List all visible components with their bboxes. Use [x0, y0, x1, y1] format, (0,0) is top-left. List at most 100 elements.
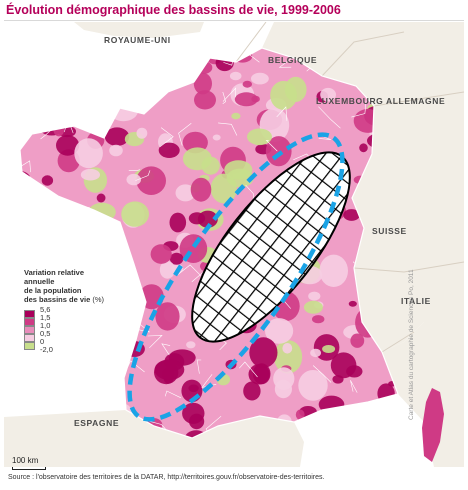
region-patch — [210, 173, 237, 204]
dashed-outline-ellipse — [127, 132, 345, 422]
region-patch — [282, 343, 293, 354]
region-border — [312, 365, 332, 383]
region-patch — [284, 76, 307, 102]
region-patch — [346, 365, 363, 378]
label-spain: ESPAGNE — [74, 418, 119, 428]
region-patch — [96, 193, 106, 203]
region-patch — [158, 70, 170, 84]
region-patch — [20, 170, 31, 186]
legend-label: 5,6 — [40, 305, 51, 314]
region-patch — [87, 71, 115, 94]
region-patch — [319, 254, 349, 287]
region-border — [218, 122, 238, 136]
region-patch — [32, 56, 61, 75]
region-patch — [150, 244, 172, 264]
region-patch — [74, 52, 85, 62]
scale-bar: 100 km — [10, 456, 50, 472]
region-patch — [133, 73, 151, 93]
region-patch — [265, 318, 294, 344]
region-patch — [57, 149, 80, 173]
region-border — [77, 75, 85, 94]
region-patch — [322, 345, 336, 353]
region-patch — [308, 291, 321, 301]
region-patch — [188, 212, 206, 225]
region-border — [135, 323, 150, 333]
region-patch — [201, 156, 220, 175]
map-panel: ROYAUME-UNI BELGIQUE ALLEMAGNE LUXEMBOUR… — [4, 22, 464, 467]
annotation-overlay — [127, 132, 351, 422]
region-patch — [158, 142, 180, 158]
region-patch — [20, 364, 33, 388]
region-patch — [20, 214, 26, 230]
region-patch — [109, 144, 123, 157]
legend-item: 1,0 — [24, 321, 124, 334]
region-patch — [248, 364, 270, 385]
region-patch — [231, 112, 241, 120]
region-patch — [298, 370, 328, 401]
region-patch — [77, 373, 92, 386]
label-belgium: BELGIQUE — [268, 55, 317, 65]
region-border — [71, 101, 81, 116]
region-patch — [136, 166, 166, 195]
region-patch — [20, 374, 36, 394]
region-patch — [194, 90, 216, 110]
region-patch — [155, 302, 180, 331]
region-border — [222, 87, 237, 102]
region-border — [159, 127, 174, 148]
region-border — [20, 263, 28, 268]
legend-swatch — [24, 342, 35, 350]
region-patch — [175, 184, 196, 202]
legend-item: 5,6 — [24, 305, 124, 318]
region-patch — [190, 177, 212, 202]
region-border — [164, 390, 182, 399]
region-patch — [193, 72, 212, 95]
region-patch — [45, 235, 55, 245]
region-patch — [188, 384, 199, 393]
legend-title: Variation relative annuelle de la popula… — [24, 268, 124, 304]
legend-title-text: Variation relative annuelle de la popula… — [24, 268, 91, 304]
region-border — [239, 361, 258, 378]
region-patch — [49, 388, 73, 415]
region-patch — [224, 160, 253, 180]
label-italy: ITALIE — [401, 296, 431, 306]
region-patch — [274, 340, 303, 374]
region-border — [126, 78, 146, 86]
region-patch — [303, 300, 323, 314]
region-patch — [136, 127, 148, 139]
region-patch — [41, 175, 54, 186]
region-patch — [40, 95, 52, 104]
region-patch — [343, 209, 360, 221]
region-patch — [55, 241, 86, 262]
region-patch — [359, 143, 368, 153]
region-patch — [295, 409, 305, 420]
region-border — [178, 123, 192, 146]
region-patch — [232, 50, 253, 63]
legend-label: 1,5 — [40, 313, 51, 322]
region-patch — [56, 134, 80, 156]
region-border — [350, 380, 358, 393]
region-border — [318, 106, 341, 129]
region-patch — [251, 72, 269, 85]
region-patch — [320, 87, 336, 102]
region-border — [147, 335, 163, 349]
region-border — [172, 48, 191, 50]
region-patch — [101, 239, 116, 254]
region-patch — [9, 270, 20, 279]
region-patch — [77, 377, 97, 392]
region-patch — [243, 381, 261, 401]
region-patch — [189, 413, 205, 430]
region-patch — [84, 244, 100, 262]
region-border — [278, 56, 294, 68]
region-patch — [318, 395, 345, 414]
region-patch — [41, 223, 69, 248]
region-border — [77, 371, 92, 384]
region-border — [111, 61, 117, 81]
label-germany: ALLEMAGNE — [386, 96, 445, 106]
region-border — [118, 48, 127, 59]
region-border — [177, 264, 203, 278]
region-border — [76, 206, 90, 217]
region-patch — [242, 80, 252, 88]
region-patch — [106, 230, 116, 240]
france-map: ROYAUME-UNI BELGIQUE ALLEMAGNE LUXEMBOUR… — [4, 22, 464, 467]
